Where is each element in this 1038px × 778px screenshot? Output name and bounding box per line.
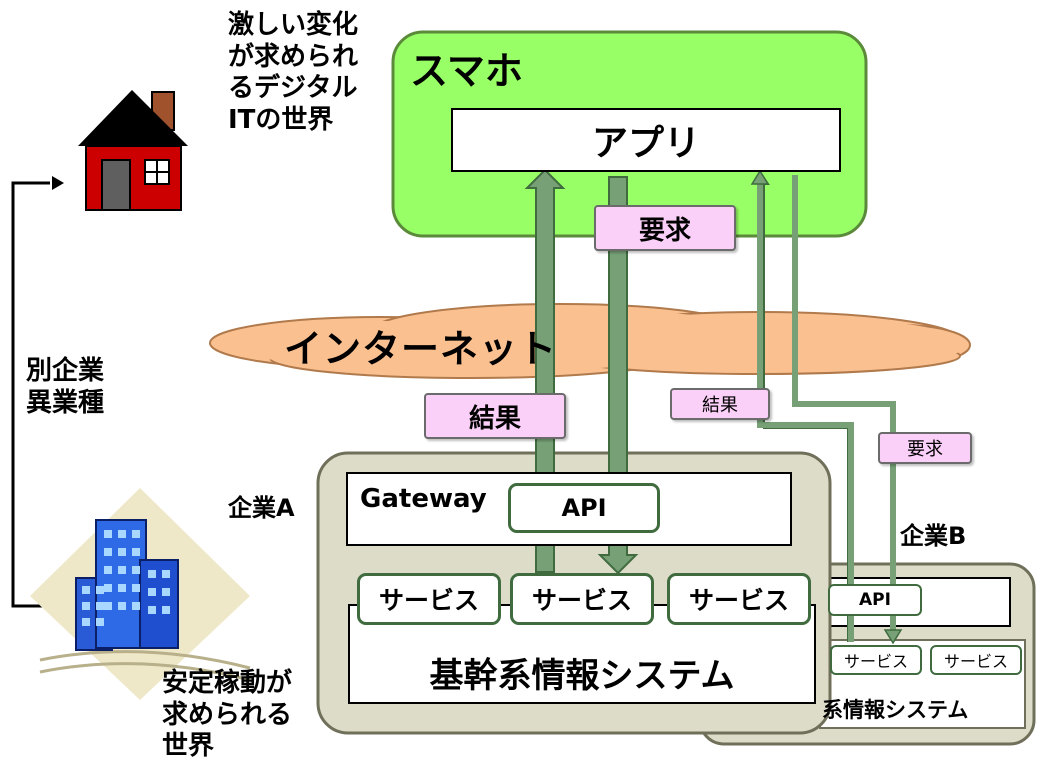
request-small-tag: 要求	[878, 432, 972, 464]
request-thin-line	[792, 175, 896, 632]
digital-world-label: 激しい変化 が求められ るデジタル ITの世界	[228, 10, 358, 137]
company-a-label: 企業A	[228, 494, 295, 522]
company-b-label: 企業B	[900, 522, 967, 550]
service-b-2[interactable]: サービス	[930, 645, 1022, 675]
service-a-1[interactable]: サービス	[357, 573, 501, 625]
digital-world-line: るデジタル	[228, 73, 358, 104]
stable-world-line: 安定稼動が	[162, 668, 293, 698]
smartphone-title: スマホ	[410, 49, 523, 93]
core-system-a-label: 基幹系情報システム	[429, 656, 735, 696]
result-small-tag: 結果	[670, 388, 770, 420]
digital-world-line: 激しい変化	[228, 10, 359, 40]
result-thin-line	[757, 180, 854, 642]
other-company-label: 別企業 異業種	[26, 356, 104, 419]
gateway-label: Gateway	[360, 484, 487, 514]
house-icon	[78, 90, 188, 211]
bracket-line	[11, 181, 50, 608]
service-a-3[interactable]: サービス	[667, 573, 811, 625]
service-b-1[interactable]: サービス	[830, 645, 922, 675]
result-tag: 結果	[424, 393, 566, 439]
request-thin-head	[883, 629, 903, 645]
result-thin-head	[750, 169, 770, 185]
api-a-box[interactable]: API	[508, 483, 660, 533]
api-b-box[interactable]: API	[828, 584, 922, 616]
office-buildings-icon	[30, 488, 251, 700]
internet-label: インターネット	[284, 327, 558, 371]
other-company-line: 別企業	[26, 356, 105, 386]
stable-world-line: 世界	[162, 731, 215, 762]
app-box[interactable]: アプリ	[451, 108, 841, 172]
digital-world-line: ITの世界	[228, 105, 334, 136]
digital-world-line: が求められ	[228, 41, 359, 72]
bracket-arrowhead-top	[52, 176, 64, 190]
core-system-b-label: 系情報システム	[822, 698, 969, 722]
request-tag: 要求	[594, 205, 736, 251]
other-company-line: 異業種	[26, 387, 105, 418]
stable-world-line: 求められる	[162, 699, 293, 730]
stable-world-label: 安定稼動が 求められる 世界	[162, 668, 292, 763]
service-a-2[interactable]: サービス	[510, 573, 654, 625]
